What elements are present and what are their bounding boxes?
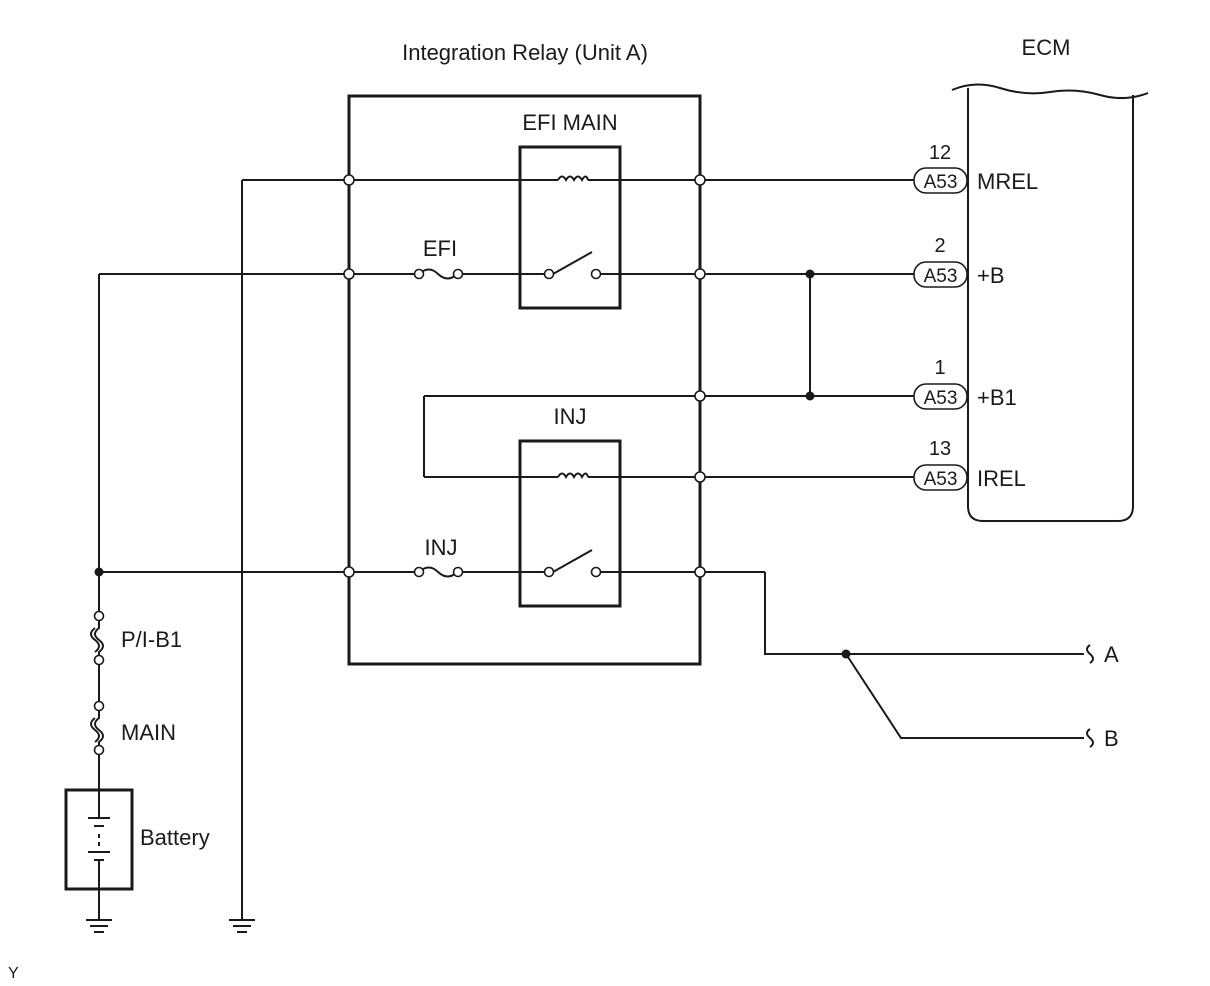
pin-number: 12 <box>929 142 951 164</box>
ecm-pin-mrel: 12 A53 MREL <box>913 142 1038 194</box>
relay-title: Integration Relay (Unit A) <box>402 40 648 65</box>
battery-label: Battery <box>140 825 210 850</box>
connector-label: A53 <box>924 172 958 193</box>
efi-fuse <box>418 268 458 280</box>
wire-out-b <box>845 653 1084 739</box>
inj-fuse-label: INJ <box>425 535 458 560</box>
main-fuse-shadow <box>90 717 100 743</box>
signal-label: IREL <box>977 466 1026 491</box>
ecm-pin-b1: 1 A53 +B1 <box>913 357 1017 410</box>
connector-oval <box>913 167 968 194</box>
output-b-label: B <box>1104 726 1119 751</box>
inj-fuse <box>418 566 458 578</box>
ground-icon <box>86 919 112 933</box>
pin-number: 1 <box>934 357 945 379</box>
integration-relay-box <box>347 94 702 666</box>
connector-oval <box>913 261 968 288</box>
efi-main-coil <box>557 175 589 183</box>
pib1-fuse-shadow <box>90 627 100 653</box>
junction-dot <box>805 269 815 279</box>
main-label: MAIN <box>121 720 176 745</box>
efi-main-label: EFI MAIN <box>522 110 617 135</box>
break-b <box>1086 728 1094 748</box>
break-a <box>1086 644 1094 664</box>
pin-number: 2 <box>934 235 945 257</box>
signal-label: +B1 <box>977 385 1017 410</box>
ground-icon <box>229 919 255 933</box>
ecm-box <box>967 88 1134 522</box>
efi-main-switch <box>552 251 593 275</box>
inj-relay-switch <box>552 549 593 573</box>
connector-oval <box>913 464 968 491</box>
corner-mark: Y <box>8 965 19 982</box>
ecm-pin-b: 2 A53 +B <box>913 235 1005 288</box>
ecm-pin-irel: 13 A53 IREL <box>913 438 1026 491</box>
connector-label: A53 <box>924 388 958 409</box>
signal-label: +B <box>977 263 1005 288</box>
connector-label: A53 <box>924 266 958 287</box>
inj-relay-box <box>518 439 622 608</box>
efi-main-relay-box <box>518 145 622 310</box>
relay-terminals <box>93 174 706 756</box>
pib1-fuse <box>94 618 104 658</box>
ecm-break-line <box>951 83 1149 99</box>
connector-label: A53 <box>924 469 958 490</box>
signal-label: MREL <box>977 169 1038 194</box>
connector-oval <box>913 383 968 410</box>
inj-relay-label: INJ <box>554 404 587 429</box>
main-fuse <box>94 708 104 748</box>
junction-dot <box>94 567 104 577</box>
junction-dot <box>841 649 851 659</box>
efi-fuse-label: EFI <box>423 236 457 261</box>
wire-out-a <box>764 572 1084 655</box>
pib1-label: P/I-B1 <box>121 627 182 652</box>
junction-dot <box>805 391 815 401</box>
output-a-label: A <box>1104 642 1119 667</box>
pin-number: 13 <box>929 438 951 460</box>
ecm-title: ECM <box>1022 35 1071 60</box>
inj-coil <box>557 472 589 480</box>
